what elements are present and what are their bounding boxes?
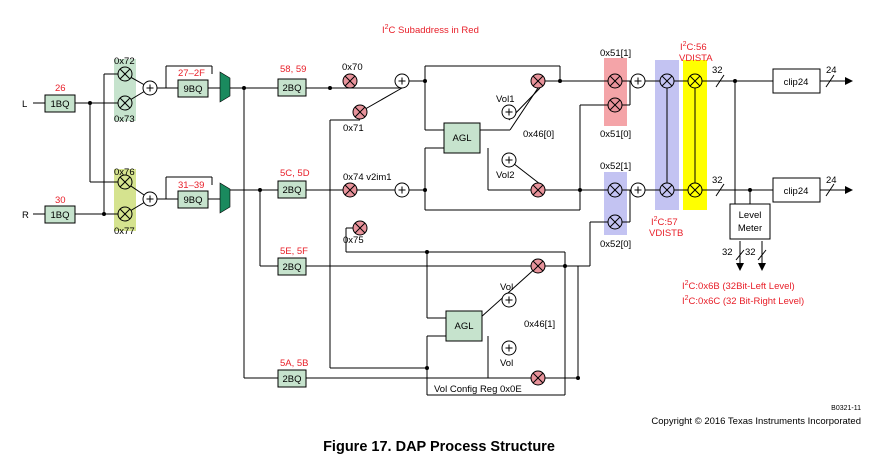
junction-dots <box>88 79 752 380</box>
mux-label-0x52-1: 0x52[1] <box>600 161 631 172</box>
input-label-L: L <box>22 99 27 110</box>
2bq-block-5E: 2BQ <box>277 257 307 276</box>
svg-text:Level: Level <box>739 210 762 221</box>
bus-hash-marks <box>715 74 835 261</box>
bus-width-24-L: 24 <box>826 65 837 76</box>
splitter-R <box>219 182 231 214</box>
9bq-block-R: 9BQ <box>177 190 209 209</box>
level-right-label: I2C:0x6C (32 Bit-Right Level) <box>682 295 804 307</box>
mux-label-0x77: 0x77 <box>114 226 135 237</box>
input-label-R: R <box>22 210 29 221</box>
svg-text:AGL: AGL <box>452 133 471 144</box>
svg-text:2BQ: 2BQ <box>282 185 301 196</box>
svg-text:clip24: clip24 <box>784 186 809 197</box>
2bq-block-5C: 2BQ <box>277 180 307 199</box>
svg-text:AGL: AGL <box>454 321 473 332</box>
mixer-label-0x75: 0x75 <box>343 235 364 246</box>
agl-block-bottom: AGL <box>445 310 483 342</box>
vdista-label-line2: VDISTA <box>679 53 713 64</box>
svg-text:2BQ: 2BQ <box>282 83 301 94</box>
vdistb-label-line2: VDISTB <box>649 228 683 239</box>
bus-width-32-R: 32 <box>712 175 723 186</box>
9bq-block-L: 9BQ <box>177 79 209 98</box>
addr-label-5E-5F: 5E, 5F <box>280 246 308 257</box>
i2c-legend: I2C Subaddress in Red <box>382 24 479 36</box>
mux-label-0x73: 0x73 <box>114 114 135 125</box>
bq-block-L: 1BQ <box>44 94 76 113</box>
level-meter-block: Level Meter <box>729 203 771 240</box>
svg-text:Meter: Meter <box>738 223 762 234</box>
svg-text:2BQ: 2BQ <box>282 374 301 385</box>
reg-label-0x46-0: 0x46[0] <box>523 129 554 140</box>
mux-label-0x51-0: 0x51[0] <box>600 129 631 140</box>
2bq-block-5A: 2BQ <box>277 369 307 388</box>
mux-label-0x76: 0x76 <box>114 167 135 178</box>
vdistb-label-line1: I2C:57 <box>651 216 678 228</box>
svg-text:9BQ: 9BQ <box>183 195 202 206</box>
addr-label-58-59: 58, 59 <box>280 64 306 75</box>
clip24-block-R: clip24 <box>772 177 821 203</box>
mux-label-0x52-0: 0x52[0] <box>600 239 631 250</box>
addr-label-27-2F: 27–2F <box>178 68 205 79</box>
figure-caption: Figure 17. DAP Process Structure <box>323 439 555 455</box>
svg-text:2BQ: 2BQ <box>282 262 301 273</box>
addr-label-5A-5B: 5A, 5B <box>280 358 309 369</box>
mux-bg-0x51 <box>604 58 627 126</box>
vol1-label: Vol1 <box>496 94 515 105</box>
addr-label-26: 26 <box>55 83 66 94</box>
doc-id: B0321-11 <box>831 405 861 412</box>
copyright-text: Copyright © 2016 Texas Instruments Incor… <box>651 416 861 427</box>
vdista-label-line1: I2C:56 <box>680 41 707 53</box>
mixer-label-0x70: 0x70 <box>342 62 363 73</box>
adder-symbols <box>142 73 646 356</box>
2bq-block-58: 2BQ <box>277 78 307 97</box>
agl-block-top: AGL <box>443 122 481 154</box>
vol-label-bottom: Vol <box>500 358 513 369</box>
mixer-label-0x74: 0x74 v2im1 <box>343 172 392 183</box>
level-left-label: I2C:0x6B (32Bit-Left Level) <box>682 280 795 292</box>
vol2-label: Vol2 <box>496 170 515 181</box>
bus-width-24-R: 24 <box>826 175 837 186</box>
vol-config-label: Vol Config Reg 0x0E <box>434 384 522 395</box>
addr-label-31-39: 31–39 <box>178 180 204 191</box>
bq-block-R: 1BQ <box>44 205 76 224</box>
svg-text:clip24: clip24 <box>784 77 809 88</box>
clip24-block-L: clip24 <box>772 68 821 94</box>
bus-width-32-L: 32 <box>712 65 723 76</box>
reg-label-0x46-1: 0x46[1] <box>524 319 555 330</box>
addr-label-5C-5D: 5C, 5D <box>280 168 310 179</box>
svg-text:1BQ: 1BQ <box>50 210 69 221</box>
bus-width-32-lvl-L: 32 <box>722 247 733 258</box>
bus-width-32-lvl-R: 32 <box>745 247 756 258</box>
splitter-L <box>219 71 231 103</box>
mux-label-0x72: 0x72 <box>114 56 135 67</box>
vol-label-top: Vol <box>500 282 513 293</box>
svg-text:1BQ: 1BQ <box>50 99 69 110</box>
addr-label-30: 30 <box>55 195 66 206</box>
mixer-label-0x71: 0x71 <box>343 123 364 134</box>
svg-text:9BQ: 9BQ <box>183 84 202 95</box>
mux-label-0x51-1: 0x51[1] <box>600 48 631 59</box>
